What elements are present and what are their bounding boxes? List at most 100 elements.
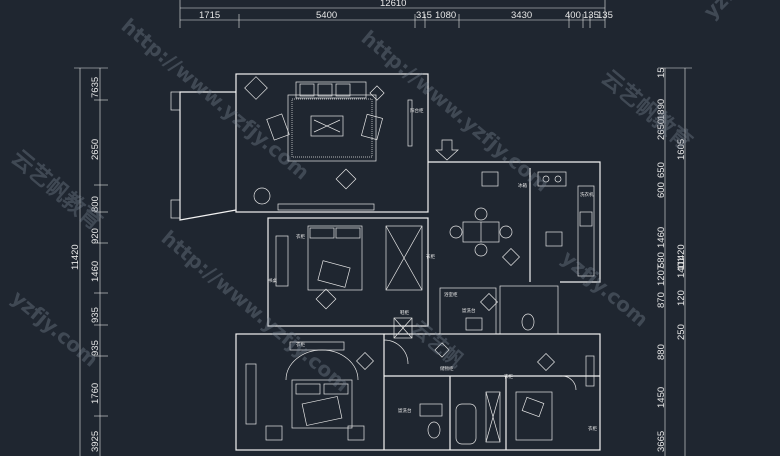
balcony-cabinet-label: 阳台柜 [410, 107, 424, 114]
master-bed-throw [301, 396, 343, 426]
watermark-url-3: http://www.yzfjy.com [157, 225, 354, 396]
right-dim-3: 1605 [676, 139, 687, 160]
vanity-sink [465, 317, 483, 331]
door-swing-arc [383, 339, 409, 365]
fridge-label: 冰箱 [518, 182, 527, 189]
side-table-top-left [244, 76, 268, 100]
toilet-icon [427, 421, 441, 439]
desk-label: 书桌 [268, 277, 277, 284]
middle-vanity-walls [439, 287, 497, 335]
shower-panel [485, 391, 501, 443]
vanity-b-label: 盥洗台 [398, 407, 412, 414]
left-dim-2: 2650 [90, 139, 101, 160]
left-dim-8: 1760 [90, 383, 101, 404]
burner-icon [542, 175, 550, 183]
hall: 鞋柜 [383, 309, 413, 365]
washer-label: 洗衣机 [580, 191, 594, 198]
bed-1 [307, 225, 363, 291]
bedroom-2-walls [235, 333, 601, 451]
armchair-left [266, 113, 290, 141]
master-bedroom-furniture: 衣柜 [245, 341, 365, 441]
right-dim-8: 1401 [676, 257, 687, 278]
middle-bathroom-walls [499, 285, 559, 335]
side-table-top-right [369, 85, 385, 101]
right-dimension-chain: 15 1890 1605 600 650 1460 2650 1401 1207… [656, 67, 692, 456]
pillow-icon [323, 383, 349, 395]
kitchen-counter [577, 185, 595, 277]
middle-bath-fixtures: 盥洗台 浴室柜 [444, 291, 535, 331]
nightstand-left [265, 425, 283, 441]
bathtub [455, 403, 477, 445]
door-swing-arc-2 [561, 375, 577, 391]
diamond-tile-icon [315, 288, 337, 310]
dining-kitchen: 冰箱 洗衣机 [449, 171, 595, 277]
bed-3 [515, 391, 553, 441]
shoe-cabinet-cross [393, 317, 413, 339]
right-dim-7: 2650 [656, 119, 667, 140]
left-dim-7: 935 [90, 340, 101, 356]
right-total-dim: 11420 [676, 244, 687, 270]
master-bed [291, 379, 353, 429]
balcony-walls [179, 91, 237, 221]
storage-label: 储物柜 [440, 365, 454, 372]
coffee-table-cross [313, 119, 341, 133]
balcony-cabinet [277, 203, 375, 211]
top-dim-8: 135 [597, 10, 613, 21]
left-dimension-chain: 11420 7635 2650 800 920 1460 935 935 176… [70, 67, 108, 456]
vanity-a-label: 盥洗台 [462, 307, 476, 314]
balcony-column-top [170, 91, 181, 111]
bath-cabinet-label: 浴室柜 [444, 291, 458, 298]
diamond-tile-icon [356, 352, 374, 370]
right-dim-9: 1207 [656, 265, 667, 286]
wardrobe-e-label: 衣柜 [588, 425, 597, 432]
top-dim-1: 1715 [199, 10, 220, 21]
sofa-cushion-3 [335, 83, 351, 97]
right-dim-10: 580 [656, 252, 667, 268]
pillow-icon [335, 227, 361, 239]
dining-chair-right [499, 225, 513, 239]
armchair-right [360, 113, 384, 141]
top-dim-4: 1080 [435, 10, 456, 21]
exterior-walls [170, 73, 601, 451]
pillow-icon [309, 227, 335, 239]
stove [537, 171, 567, 187]
kitchen-sink [579, 211, 593, 227]
bed-3-throw [521, 396, 545, 418]
sofa-cushion-1 [299, 83, 315, 97]
shoe-cabinet-label: 鞋柜 [400, 309, 409, 316]
left-dim-6: 935 [90, 307, 101, 323]
left-dim-3: 800 [90, 196, 101, 212]
living-room-walls [235, 73, 429, 213]
dining-chair-left [449, 225, 463, 239]
balcony-column-bottom [170, 199, 181, 219]
plant-icon [253, 187, 271, 205]
top-dim-3: 315 [416, 10, 432, 21]
left-dim-5: 1460 [90, 261, 101, 282]
right-dim-14: 880 [656, 344, 667, 360]
top-dim-6: 400 [565, 10, 581, 21]
right-dim-11: 870 [656, 292, 667, 308]
master-dresser [289, 341, 345, 351]
wardrobe-d-label: 衣柜 [504, 373, 513, 380]
wardrobe-b-label: 衣柜 [426, 253, 435, 260]
right-dim-12: 120 [676, 290, 687, 306]
top-total-dim: 12610 [380, 0, 406, 9]
watermark-url-2: http://www.yzfjy.com [357, 25, 554, 196]
wardrobe-a-label: 衣柜 [296, 233, 305, 240]
top-dim-7: 135 [583, 10, 599, 21]
top-dim-2: 5400 [316, 10, 337, 21]
top-dimension-chain: 12610 1715 5400 315 1080 3430 400 135 13… [179, 0, 613, 28]
bedroom-1-furniture: 衣柜 衣柜 书桌 [268, 225, 435, 291]
watermark-abbr: yzfj [699, 0, 744, 24]
diamond-tile-icon [502, 248, 520, 266]
left-dim-9: 3925 [90, 431, 101, 452]
bottom-right-fixtures: 储物柜 盥洗台 衣柜 衣柜 [398, 355, 597, 445]
watermark-tail: 云艺帆 [407, 315, 468, 372]
watermarks: http://www.yzfjy.com http://www.yzfjy.co… [6, 0, 744, 396]
right-dim-16: 3665 [656, 431, 667, 452]
tv-cabinet [407, 99, 413, 147]
watermark-short-1: yzfjy.com [7, 285, 103, 371]
right-dim-5: 650 [656, 162, 667, 178]
